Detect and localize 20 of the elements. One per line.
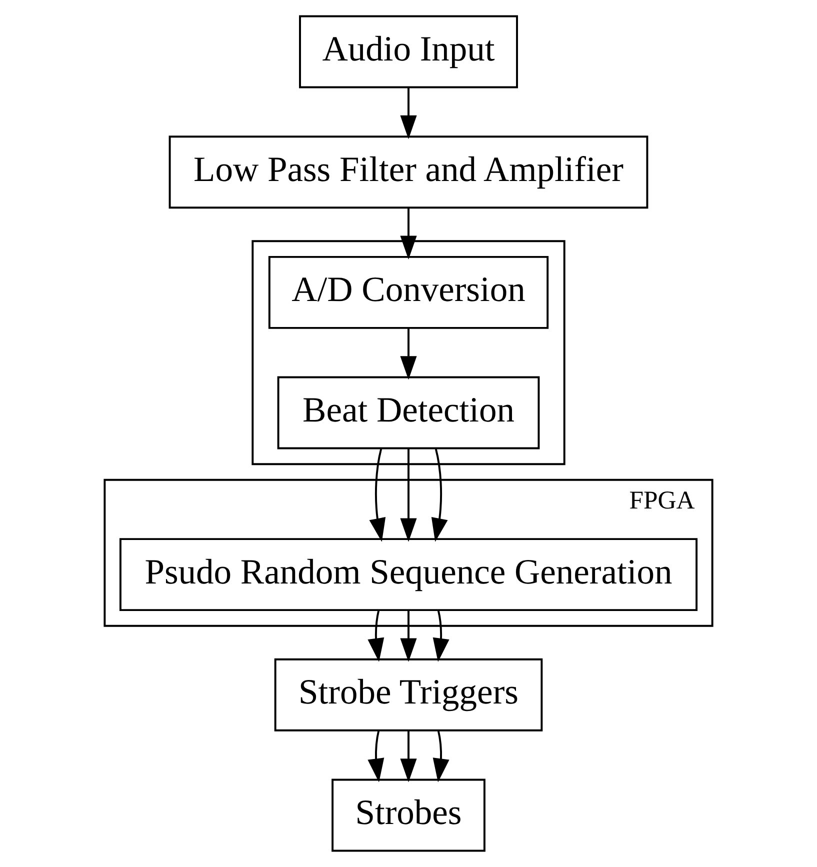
arrow [432, 610, 450, 662]
arrow [368, 610, 384, 662]
node-box: Audio Input [299, 15, 518, 88]
arrow [432, 730, 450, 782]
node-box: Low Pass Filter and Amplifier [168, 136, 648, 209]
node-box: A/D Conversion [268, 256, 549, 329]
arrow [400, 449, 417, 542]
node-box: Strobe Triggers [274, 658, 543, 732]
node-box: Strobes [332, 778, 486, 852]
cluster [252, 240, 566, 466]
arrow [400, 328, 417, 380]
arrow [368, 730, 384, 782]
node-box: Psudo Random Sequence Generation [119, 538, 698, 612]
arrow [431, 448, 448, 542]
arrow [400, 610, 417, 662]
arrow [400, 87, 417, 140]
arrow [400, 730, 417, 782]
node-box: Beat Detection [277, 376, 540, 450]
arrow [369, 448, 386, 542]
arrow [400, 208, 417, 260]
